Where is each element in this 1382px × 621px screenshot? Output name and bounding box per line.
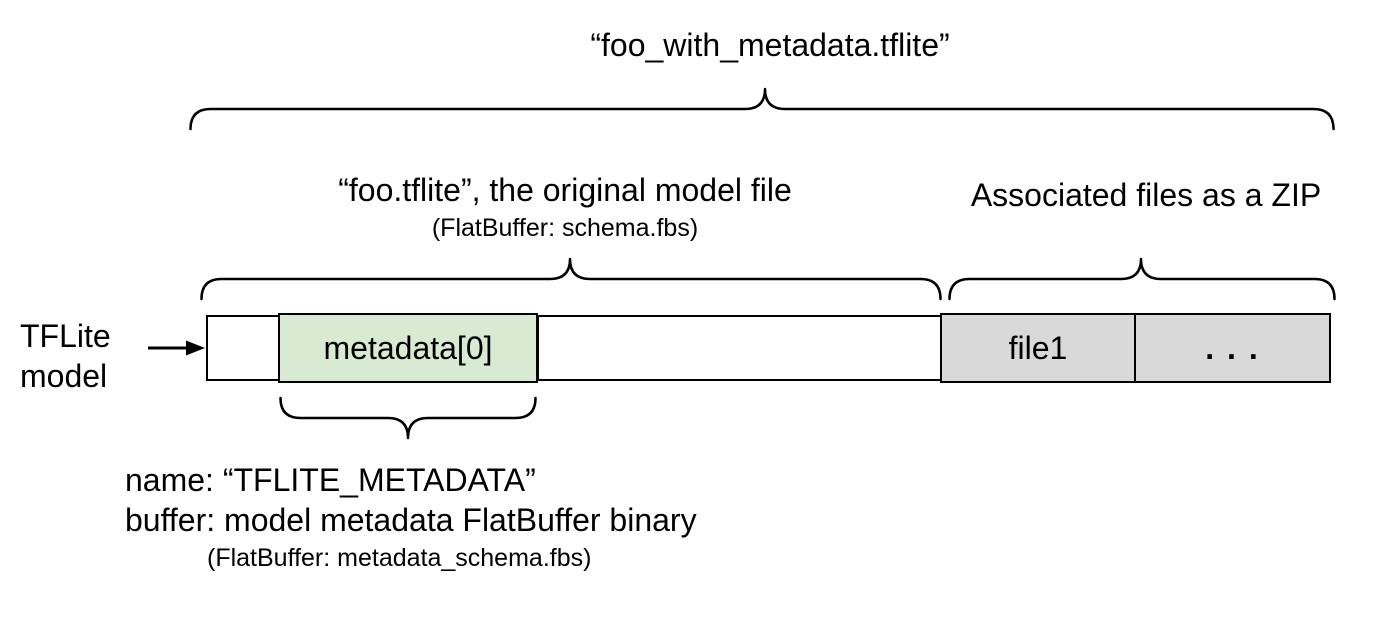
bar-segment-ellipsis: . . .	[1134, 313, 1331, 383]
metadata-note-buffer: buffer: model metadata FlatBuffer binary	[125, 502, 697, 538]
bar-segment-file1: file1	[940, 313, 1136, 383]
associated-files-brace-icon	[948, 257, 1336, 301]
arrow-icon	[148, 340, 205, 356]
top-brace-icon	[189, 87, 1335, 131]
model-file-brace-icon	[200, 257, 942, 301]
tflite-model-label-line2: model	[20, 358, 108, 394]
model-file-label: “foo.tflite”, the original model file	[338, 172, 792, 208]
metadata-note-schema: (FlatBuffer: metadata_schema.fbs)	[207, 544, 592, 572]
file-title-label: “foo_with_metadata.tflite”	[590, 27, 950, 63]
metadata-brace-icon	[279, 396, 537, 440]
bar-segment-empty-2	[537, 315, 942, 381]
metadata-note-name: name: “TFLITE_METADATA”	[125, 462, 536, 498]
associated-files-label: Associated files as a ZIP	[970, 177, 1322, 213]
model-file-sublabel: (FlatBuffer: schema.fbs)	[431, 214, 699, 242]
tflite-model-label-line1: TFLite	[20, 318, 111, 354]
bar-segment-empty-1	[206, 315, 280, 381]
tflite-model-label: TFLite model	[20, 316, 111, 396]
bar-segment-metadata: metadata[0]	[278, 313, 538, 383]
